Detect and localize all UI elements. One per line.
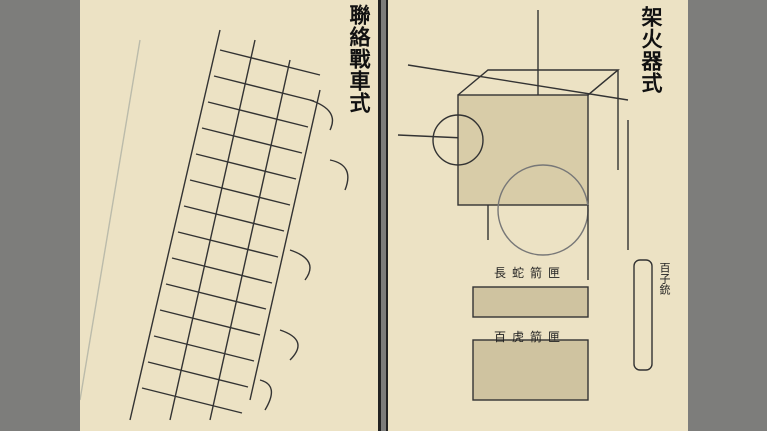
right-page: 架火器式 長蛇箭匣 百虎箭匣 百子銃 bbox=[386, 0, 688, 431]
fire-weapon-cart-illustration bbox=[397, 10, 653, 401]
hundred-bullet-gun-label: 百子銃 bbox=[658, 262, 671, 295]
left-page: 聯絡戰車式 bbox=[80, 0, 381, 431]
linked-war-carts-illustration bbox=[80, 29, 349, 421]
page-title: 架火器式 bbox=[639, 6, 664, 94]
tiger-arrow-box-label: 百虎箭匣 bbox=[494, 330, 567, 344]
page-title: 聯絡戰車式 bbox=[347, 4, 372, 114]
snake-arrow-box-label: 長蛇箭匣 bbox=[494, 266, 567, 280]
